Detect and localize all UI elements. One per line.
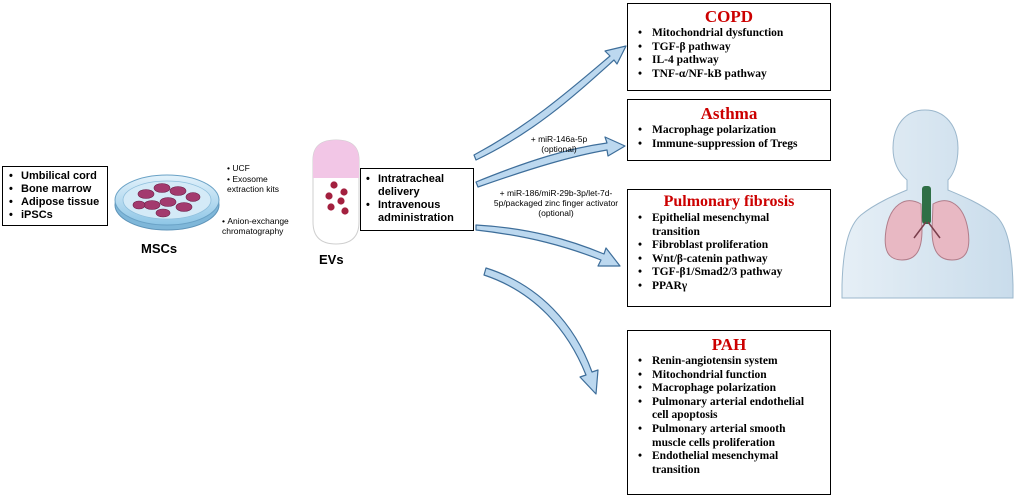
petri-dish-icon (114, 174, 220, 231)
ev-label: EVs (319, 252, 344, 267)
msc-sources-box: Umbilical cord Bone marrow Adipose tissu… (2, 166, 108, 226)
mechanism-item: Wnt/β-catenin pathway (632, 253, 826, 267)
delivery-item: Intratracheal delivery (364, 173, 470, 199)
cargo-label-fibrosis: + miR-186/miR-29b-3p/let-7d-5p/packaged … (493, 188, 619, 218)
mechanism-item: Immune-suppression of Tregs (632, 138, 826, 152)
mechanism-item: Renin-angiotensin system (632, 355, 826, 369)
mechanism-item: Pulmonary arterial endothelial cell apop… (632, 396, 826, 423)
mechanism-item: Macrophage polarization (632, 124, 826, 138)
disease-box-copd: COPD Mitochondrial dysfunction TGF-β pat… (627, 3, 831, 91)
disease-box-pah: PAH Renin-angiotensin system Mitochondri… (627, 330, 831, 495)
mechanism-item: TNF-α/NF-kB pathway (632, 68, 826, 82)
mechanism-item: Macrophage polarization (632, 382, 826, 396)
arrow-to-pah (483, 267, 599, 395)
mechanism-item: Mitochondrial function (632, 369, 826, 383)
source-item: iPSCs (7, 209, 103, 222)
disease-box-asthma: Asthma Macrophage polarization Immune-su… (627, 99, 831, 161)
mechanism-item: PPARγ (632, 280, 826, 294)
msc-label: MSCs (141, 241, 178, 256)
isolation-method-kits: • Exosome extraction kits (227, 174, 279, 194)
mechanism-item: Mitochondrial dysfunction (632, 27, 826, 41)
arrow-to-copd (473, 45, 627, 161)
arrow-to-fibrosis (475, 224, 621, 267)
isolation-method-ucf: • UCF (227, 163, 250, 173)
source-item: Adipose tissue (7, 196, 103, 209)
delivery-box: Intratracheal delivery Intravenous admin… (360, 168, 474, 231)
mechanism-item: Epithelial mesenchymal transition (632, 212, 826, 239)
mechanism-item: Fibroblast proliferation (632, 239, 826, 253)
disease-title: COPD (704, 7, 754, 26)
mechanism-item: Pulmonary arterial smooth muscle cells p… (632, 423, 826, 450)
mechanism-item: IL-4 pathway (632, 54, 826, 68)
disease-box-pulmonary-fibrosis: Pulmonary fibrosis Epithelial mesenchyma… (627, 189, 831, 307)
lungs-icon (884, 186, 970, 261)
disease-title: Asthma (700, 104, 758, 123)
arrow-to-asthma (475, 136, 626, 188)
cargo-label-asthma: + miR-146a-5p (optional) (530, 134, 588, 154)
mechanism-item: TGF-β1/Smad2/3 pathway (632, 266, 826, 280)
delivery-item: Intravenous administration (364, 199, 470, 225)
disease-title: PAH (711, 335, 747, 354)
source-item: Bone marrow (7, 183, 103, 196)
mechanism-item: TGF-β pathway (632, 41, 826, 55)
source-item: Umbilical cord (7, 170, 103, 183)
isolation-method-chromatography: • Anion-exchange chromatography (222, 216, 289, 236)
disease-title: Pulmonary fibrosis (663, 193, 795, 210)
ev-tube-icon (312, 139, 360, 245)
mechanism-item: Endothelial mesenchymal transition (632, 450, 826, 477)
